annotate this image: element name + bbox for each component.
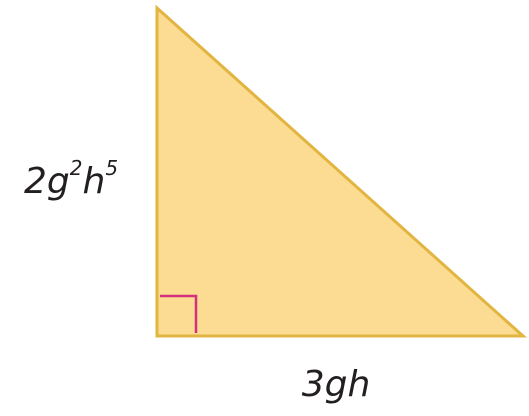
horizontal-side-label: 3gh xyxy=(302,364,371,405)
vertical-side-label: 2g2h5 xyxy=(24,156,118,202)
label-coefficient: 2 xyxy=(24,161,47,202)
label-exponent-h: 5 xyxy=(105,156,118,180)
label-exponent-g: 2 xyxy=(70,156,83,180)
svg-text:2g2h5: 2g2h5 xyxy=(24,156,118,202)
right-angle-marker xyxy=(160,294,198,333)
label-variable-g: g xyxy=(47,161,70,202)
label-variable-h: h xyxy=(83,161,106,202)
right-triangle xyxy=(155,4,527,338)
